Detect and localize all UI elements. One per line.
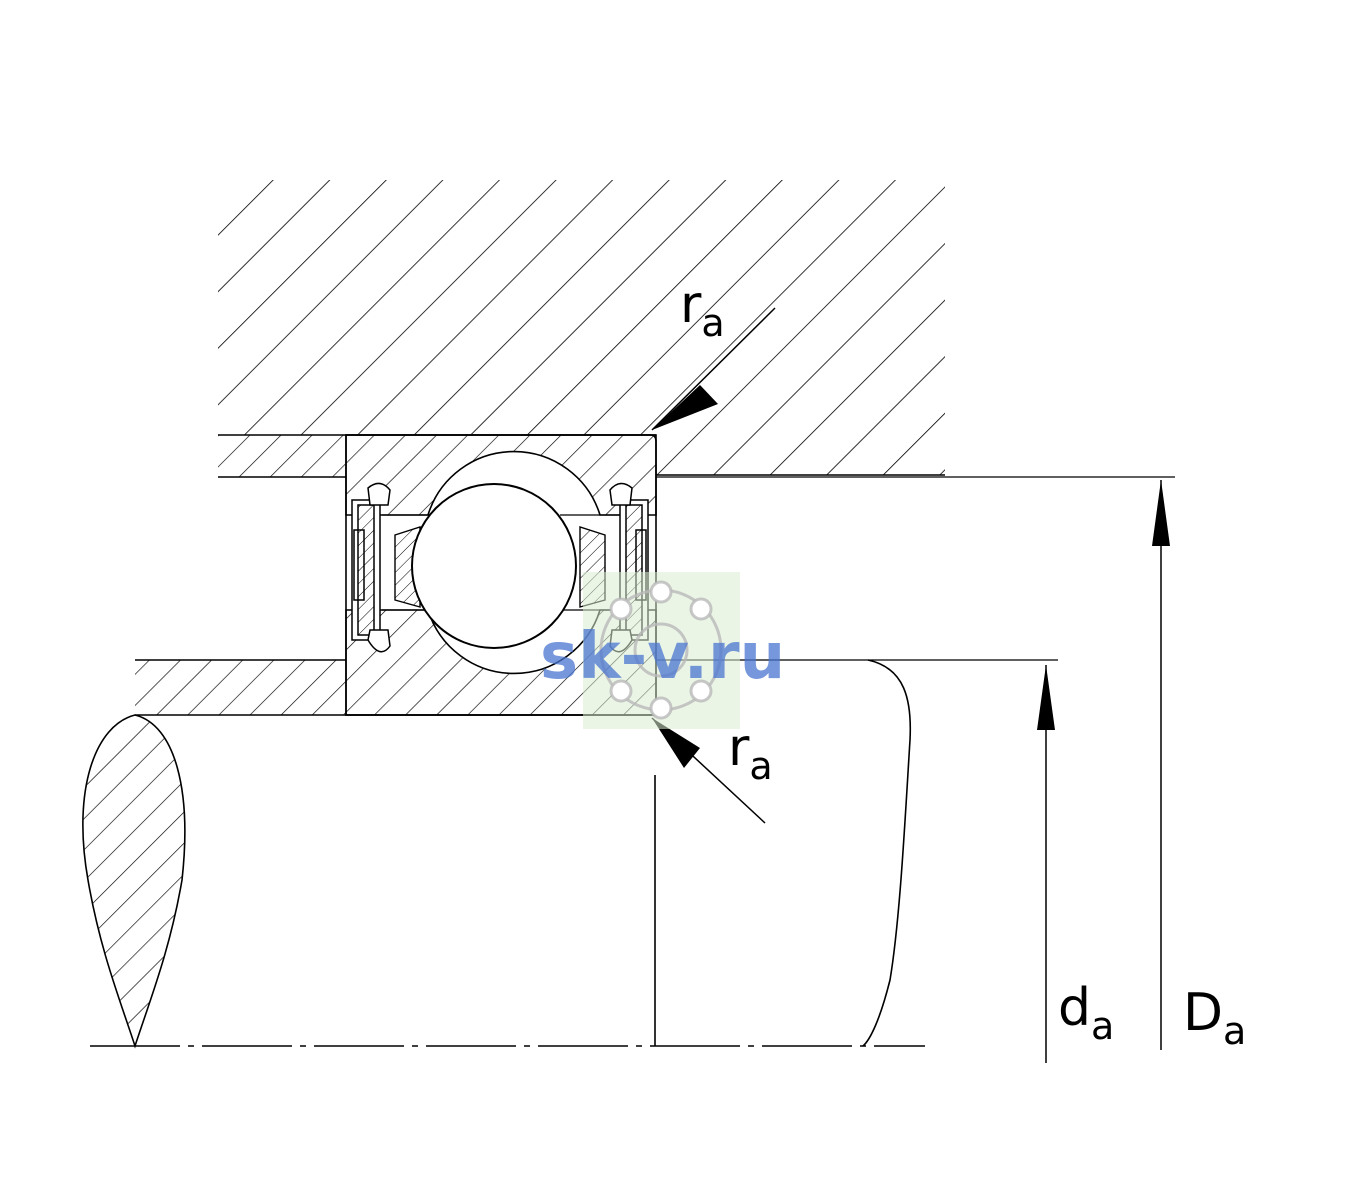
shaft-break-section: [82, 714, 186, 1049]
label-da: da: [1058, 978, 1114, 1048]
dimension-line-Da: [1152, 480, 1170, 1050]
shaft-contour-right: [862, 659, 912, 1047]
housing-shoulder: [218, 435, 1175, 478]
label-ra-bottom: ra: [728, 718, 773, 788]
watermark-text: sk-v.ru: [540, 620, 785, 694]
fillet-radius-leader-bottom: [651, 717, 766, 824]
rolling-ball: [411, 483, 577, 649]
label-ra-top: ra: [680, 275, 725, 345]
seal-left: [351, 482, 391, 653]
fillet-radius-leader-top: [651, 307, 776, 431]
watermark-bearing-logo: [599, 580, 723, 720]
dimension-line-da: [1037, 665, 1055, 1063]
housing-section: [218, 180, 945, 476]
label-Da: Da: [1183, 983, 1246, 1053]
watermark: sk-v.ru: [540, 572, 785, 729]
